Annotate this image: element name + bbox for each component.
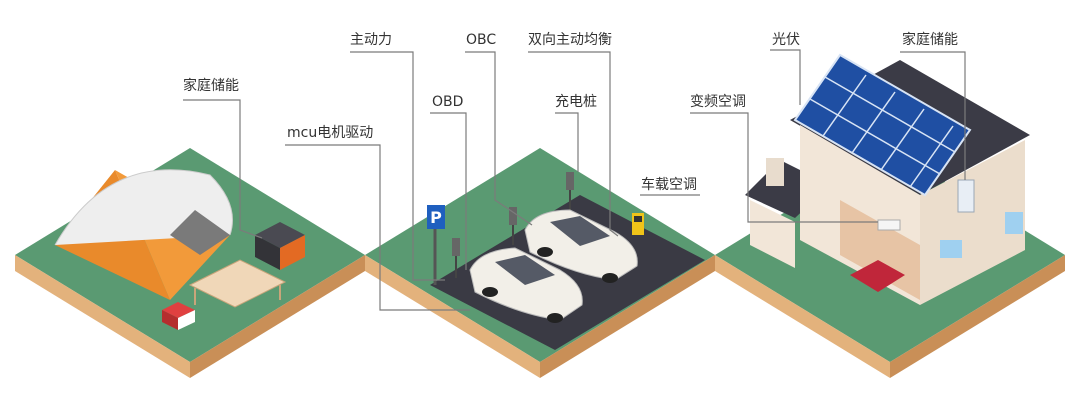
- label-bidirectional-balance: 双向主动均衡: [528, 32, 612, 48]
- parking-sign-icon: P: [430, 208, 442, 227]
- charging-pile-posts: [452, 172, 574, 278]
- charger-unit: [632, 213, 644, 235]
- air-conditioner-unit: [877, 219, 901, 231]
- solar-panel-array: [793, 53, 972, 197]
- home-battery: [957, 179, 975, 213]
- label-obd: OBD: [432, 94, 464, 110]
- label-main-power: 主动力: [350, 32, 392, 48]
- label-obc: OBC: [466, 32, 497, 48]
- label-mcu-motor-drive: mcu电机驱动: [287, 125, 374, 141]
- tent: [54, 169, 233, 300]
- ev-car-front: [469, 247, 583, 323]
- label-photovoltaic: 光伏: [772, 32, 800, 48]
- leader-lines: [183, 49, 966, 311]
- label-charging-pile: 充电桩: [555, 94, 597, 110]
- parking-sign: [427, 205, 445, 285]
- picnic-table: [188, 259, 287, 308]
- label-home-storage-right: 家庭储能: [902, 32, 958, 48]
- label-inverter-ac: 变频空调: [690, 94, 746, 110]
- label-vehicle-ac: 车载空调: [641, 177, 697, 193]
- ev-car-back: [524, 209, 638, 283]
- portable-power-station: [255, 222, 305, 270]
- cooler-box: [162, 302, 195, 330]
- label-home-storage-left: 家庭储能: [183, 78, 239, 94]
